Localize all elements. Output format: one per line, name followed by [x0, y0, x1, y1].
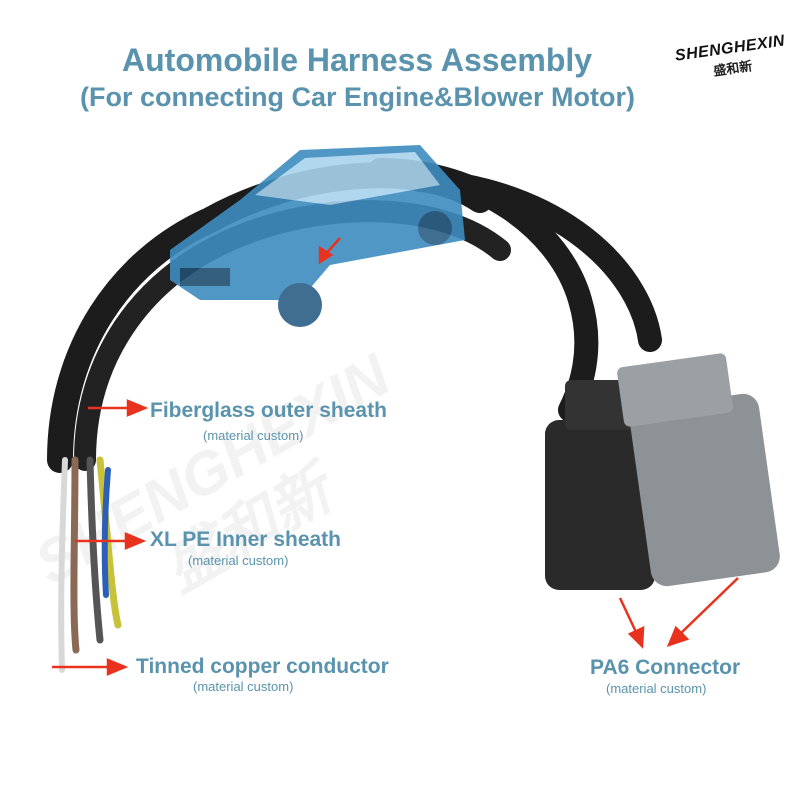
arrow-connector-left — [618, 597, 645, 649]
wire-black — [86, 456, 104, 644]
car-windows — [255, 152, 440, 205]
wire-yellow — [96, 456, 122, 629]
wire-brown — [70, 456, 80, 654]
arrow-conductor — [52, 658, 129, 676]
label-inner-sheath-note: (material custom) — [188, 553, 289, 568]
label-fiberglass: Fiberglass outer sheath — [150, 399, 387, 422]
pa6-connector — [545, 353, 780, 590]
connector-grey-top — [617, 353, 733, 427]
label-connector-note: (material custom) — [606, 681, 707, 696]
car-wheel — [418, 211, 452, 245]
car-illustration — [170, 145, 465, 327]
cable — [408, 168, 662, 352]
label-conductor: Tinned copper conductor — [136, 655, 389, 678]
car-wheel — [278, 283, 322, 327]
connector-black — [545, 420, 655, 590]
arrow-fiberglass — [88, 399, 149, 417]
page-title: Automobile Harness Assembly — [122, 42, 593, 78]
connector-grey — [630, 393, 780, 587]
page-subtitle: (For connecting Car Engine&Blower Motor) — [80, 82, 636, 112]
label-conductor-note: (material custom) — [193, 679, 294, 694]
label-fiberglass-note: (material custom) — [203, 428, 304, 443]
label-inner-sheath: XL PE Inner sheath — [150, 528, 341, 551]
label-connector: PA6 Connector — [590, 656, 741, 679]
arrow-car — [318, 237, 341, 265]
arrow-connector-right — [666, 577, 739, 648]
wire-blue — [101, 467, 111, 598]
car-grille — [180, 268, 230, 286]
arrows — [52, 237, 739, 676]
wire-white — [58, 457, 68, 673]
arrow-inner-sheath — [75, 532, 147, 550]
